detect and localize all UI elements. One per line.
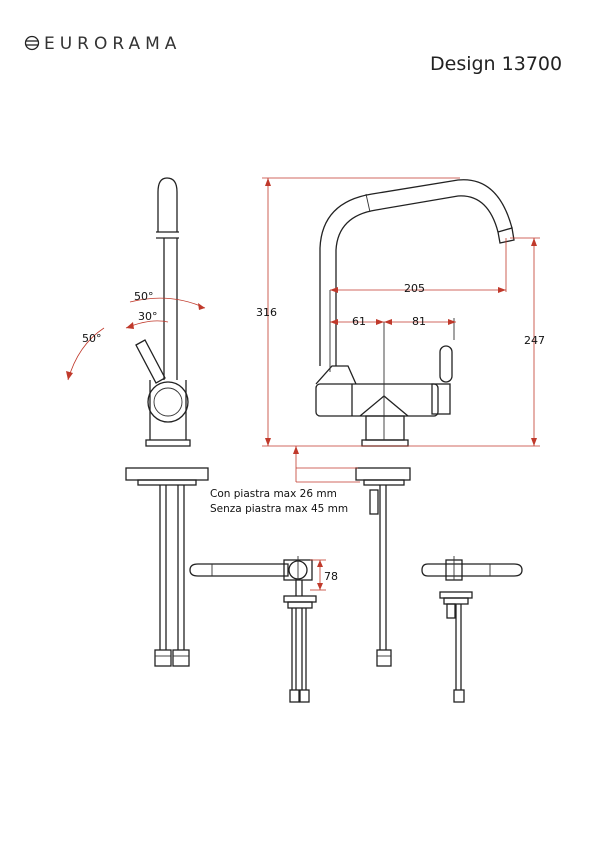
dimension-reach: 205 — [404, 282, 425, 295]
brand-name: EURORAMA — [44, 34, 181, 54]
logo-mark-icon — [24, 35, 40, 51]
front-view — [315, 179, 515, 667]
angle-label-2: 30° — [138, 310, 158, 323]
angle-label-1: 50° — [134, 290, 154, 303]
dimension-left-offset: 61 — [352, 315, 366, 328]
logo: EURORAMA — [24, 34, 181, 54]
side-view: 50° 30° 50° — [66, 177, 209, 667]
note-without-plate: Senza piastra max 45 mm — [210, 503, 348, 515]
page-title: Design 13700 — [430, 53, 562, 75]
angle-label-3: 50° — [82, 332, 102, 345]
dimension-top-view: 78 — [324, 570, 338, 583]
top-view-right — [421, 556, 523, 703]
dimension-total-height: 316 — [256, 306, 277, 319]
note-with-plate: Con piastra max 26 mm — [210, 488, 337, 500]
dimension-lines: 316 247 205 61 81 — [256, 177, 545, 483]
dimension-right-offset: 81 — [412, 315, 426, 328]
top-view-left: 78 — [189, 556, 338, 703]
dimension-spout-height: 247 — [524, 334, 545, 347]
